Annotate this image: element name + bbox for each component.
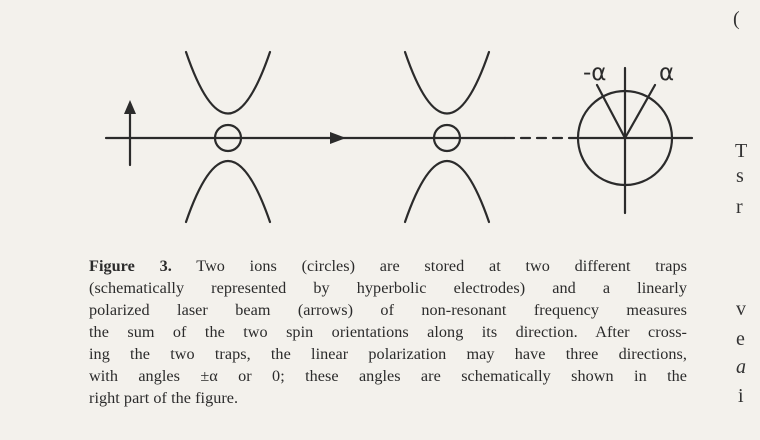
margin-fragment-8: i (738, 385, 744, 407)
margin-fragment-4: r (736, 196, 743, 218)
figure-3-diagram: -α α (104, 50, 694, 224)
laser-beam-arrowhead (330, 132, 346, 144)
caption-line-2: (schematically represented by hyperbolic… (89, 279, 687, 297)
trap2-lower-electrode (403, 160, 491, 224)
figure-label: Figure 3. (89, 257, 172, 275)
caption-line-3: polarized laser beam (arrows) of non-res… (89, 301, 687, 319)
ion1-circle (213, 123, 243, 153)
figure-caption: Figure 3. Two ions (circles) are stored … (89, 255, 687, 409)
trap2-upper-electrode (403, 50, 491, 115)
margin-fragment-6: e (736, 328, 745, 350)
trap1-upper-electrode (184, 50, 272, 115)
margin-fragment-1: ( (733, 8, 740, 30)
neg-alpha-label: -α (583, 60, 606, 86)
margin-fragment-3: s (736, 165, 744, 187)
angle-neg-alpha-line (595, 83, 627, 140)
caption-line-5: ing the two traps, the linear polarizati… (89, 345, 687, 363)
margin-fragment-5: v (736, 298, 746, 320)
trap1-lower-electrode (184, 160, 272, 224)
caption-line-6: with angles ±α or 0; these angles are sc… (89, 367, 687, 385)
angle-pos-alpha-line (623, 83, 657, 140)
margin-fragment-2: T (735, 140, 748, 162)
polarization-arrow-head (124, 100, 136, 114)
ion2-circle (432, 123, 462, 153)
pos-alpha-label: α (659, 60, 674, 86)
margin-fragment-7: a (736, 356, 746, 378)
caption-line-7: right part of the figure. (89, 389, 239, 407)
caption-line-1: Figure 3. Two ions (circles) are stored … (89, 255, 687, 277)
caption-line-4: the sum of the two spin orientations alo… (89, 323, 687, 341)
caption-text-1: Two ions (circles) are stored at two dif… (171, 257, 687, 275)
